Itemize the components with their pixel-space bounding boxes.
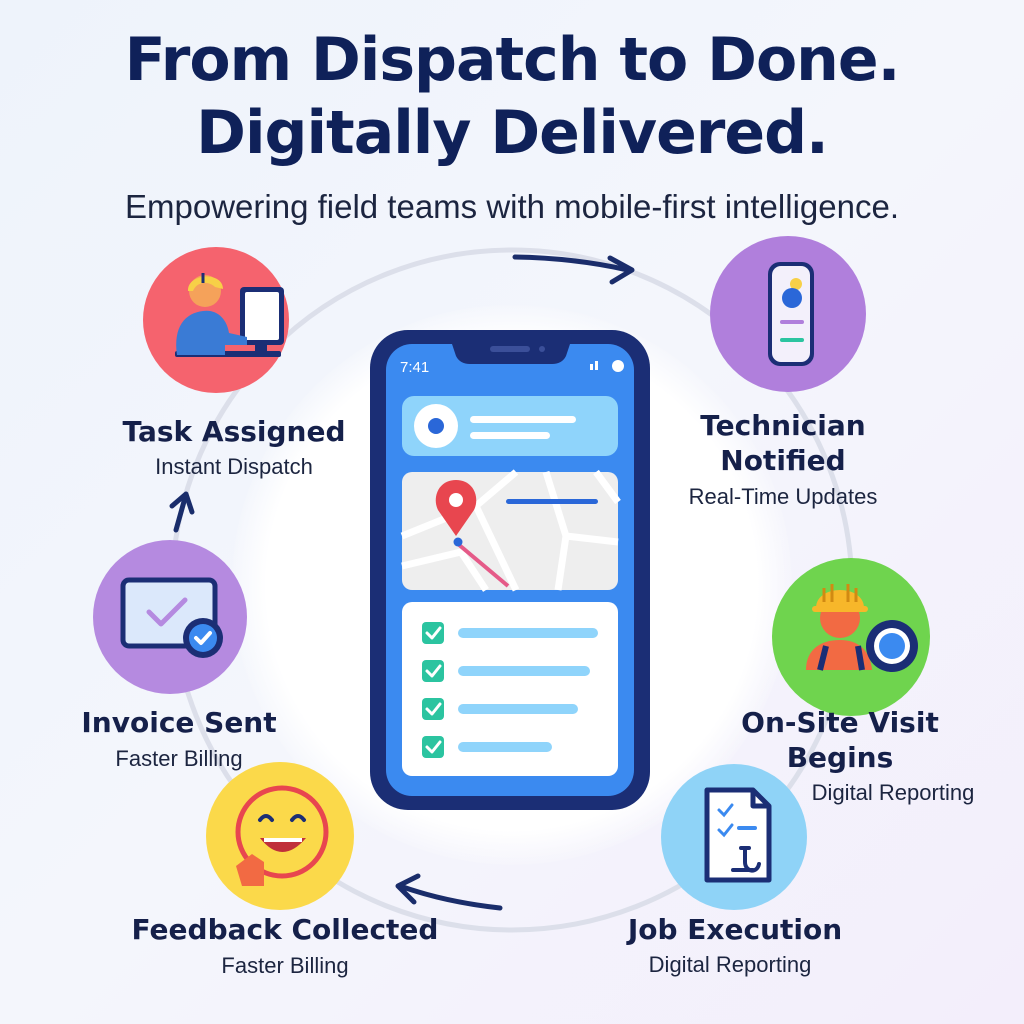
- checklist-item[interactable]: [422, 698, 578, 720]
- stage-label-job-execution: Job Execution: [627, 913, 843, 946]
- checkbox-icon[interactable]: [422, 660, 444, 682]
- arrow-top-head: [607, 255, 635, 285]
- checkbox-icon[interactable]: [422, 736, 444, 758]
- on-site-visit-icon: [772, 558, 930, 716]
- stage-sub-invoice-sent: Faster Billing: [115, 746, 243, 771]
- subtitle: Empowering field teams with mobile-first…: [125, 188, 899, 225]
- stage-label-feedback-collected: Feedback Collected: [131, 913, 439, 946]
- arrow-bottom: [397, 883, 503, 911]
- feedback-collected-icon: [206, 762, 354, 910]
- checklist-item[interactable]: [422, 736, 552, 758]
- arrow-top: [512, 254, 631, 273]
- phone-time: 7:41: [400, 359, 429, 376]
- checklist-item[interactable]: [422, 622, 598, 644]
- checklist-card: [402, 602, 618, 776]
- stage-sub-feedback-collected: Faster Billing: [221, 953, 349, 978]
- checkbox-icon[interactable]: [422, 622, 444, 644]
- stage-label-on-site-visit-2: Begins: [786, 741, 894, 774]
- map-route: [456, 542, 510, 588]
- notification-card[interactable]: [402, 396, 618, 456]
- map-roads: [400, 469, 621, 592]
- stage-sub-job-execution: Digital Reporting: [648, 952, 812, 977]
- stage-label-task-assigned: Task Assigned: [122, 415, 346, 448]
- phone-illustration: 7:41: [370, 330, 650, 810]
- technician-notified-icon: [710, 236, 866, 392]
- title-line-2: Digitally Delivered.: [196, 98, 829, 168]
- task-assigned-icon: [143, 247, 289, 393]
- stage-label-invoice-sent: Invoice Sent: [81, 706, 277, 739]
- invoice-sent-icon: [93, 540, 247, 694]
- hard-hat-icon: [816, 590, 864, 608]
- stage-label-technician-notified-2: Notified: [720, 444, 846, 477]
- checklist-item[interactable]: [422, 660, 590, 682]
- happy-face-icon: [235, 785, 329, 879]
- signal-icon: [590, 364, 593, 370]
- stage-label-technician-notified: Technician: [700, 409, 866, 442]
- arrow-left: [173, 495, 188, 533]
- stage-sub-task-assigned: Instant Dispatch: [155, 454, 313, 479]
- arrow-bottom-head: [395, 873, 421, 905]
- stage-sub-on-site-visit: Digital Reporting: [811, 780, 975, 805]
- notification-dot-icon: [428, 418, 444, 434]
- person-icon: [176, 310, 247, 355]
- map-pin-icon: [435, 480, 477, 536]
- battery-icon: [612, 360, 624, 372]
- job-execution-icon: [661, 764, 807, 910]
- thumbs-up-icon: [236, 854, 264, 886]
- stage-label-on-site-visit: On-Site Visit: [741, 706, 939, 739]
- arrow-left-head: [169, 491, 195, 515]
- title-line-1: From Dispatch to Done.: [124, 25, 901, 95]
- stethoscope-icon: [731, 846, 761, 873]
- checkbox-icon[interactable]: [422, 698, 444, 720]
- stage-sub-technician-notified: Real-Time Updates: [688, 484, 878, 509]
